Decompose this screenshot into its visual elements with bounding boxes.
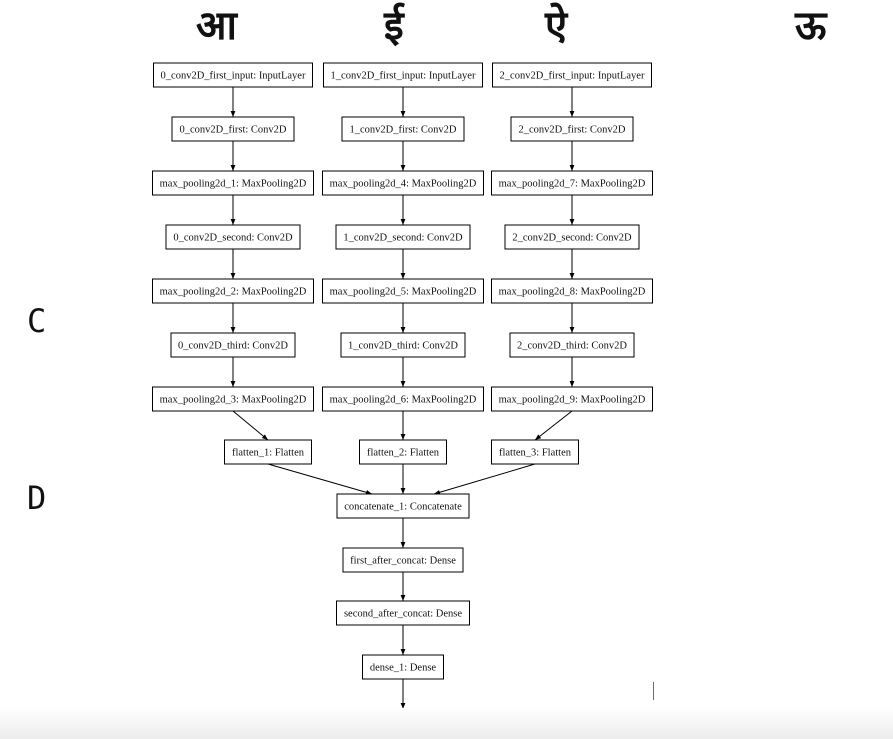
- node-box: [509, 332, 635, 358]
- node-concatenate-1: concatenate_1: Concatenate: [336, 493, 470, 519]
- node-box: [322, 278, 484, 304]
- node-label: dense_1: Dense: [370, 663, 437, 674]
- node-label: max_pooling2d_3: MaxPooling2D: [160, 395, 307, 406]
- node-0-conv2d-second: 0_conv2D_second: Conv2D: [165, 224, 301, 250]
- node-label: max_pooling2d_1: MaxPooling2D: [160, 179, 307, 190]
- node-box: [336, 493, 470, 519]
- side-label-c: C: [27, 302, 47, 340]
- node-box: [491, 170, 653, 196]
- node-label: concatenate_1: Concatenate: [344, 502, 462, 513]
- node-label: max_pooling2d_7: MaxPooling2D: [499, 179, 646, 190]
- node-box: [171, 116, 295, 142]
- node-max-pooling2d-9: max_pooling2d_9: MaxPooling2D: [491, 386, 653, 412]
- node-box: [341, 116, 465, 142]
- node-label: 2_conv2D_second: Conv2D: [512, 233, 632, 244]
- node-box: [170, 332, 296, 358]
- node-1-conv2d-first: 1_conv2D_first: Conv2D: [341, 116, 465, 142]
- node-label: 1_conv2D_first: Conv2D: [349, 125, 456, 136]
- node-label: second_after_concat: Dense: [344, 609, 462, 620]
- side-label-d: D: [27, 479, 47, 517]
- node-label: first_after_concat: Dense: [350, 556, 456, 567]
- heading-glyph-ii: ई: [384, 3, 404, 49]
- node-box: [165, 224, 301, 250]
- node-0-conv2d-first: 0_conv2D_first: Conv2D: [171, 116, 295, 142]
- node-box: [322, 170, 484, 196]
- node-label: 0_conv2D_second: Conv2D: [173, 233, 293, 244]
- node-label: flatten_3: Flatten: [499, 448, 572, 459]
- node-label: max_pooling2d_9: MaxPooling2D: [499, 395, 646, 406]
- edge-arrow: [232, 410, 269, 441]
- node-dense-1: dense_1: Dense: [362, 654, 444, 680]
- node-box: [504, 224, 640, 250]
- node-1-conv2d-second: 1_conv2D_second: Conv2D: [335, 224, 471, 250]
- node-box: [152, 170, 314, 196]
- node-max-pooling2d-1: max_pooling2d_1: MaxPooling2D: [152, 170, 314, 196]
- node-label: flatten_2: Flatten: [367, 448, 440, 459]
- node-label: 1_conv2D_third: Conv2D: [348, 341, 458, 352]
- node-box: [152, 278, 314, 304]
- node-box: [323, 62, 483, 88]
- node-max-pooling2d-7: max_pooling2d_7: MaxPooling2D: [491, 170, 653, 196]
- edge-arrow: [534, 410, 573, 441]
- node-label: max_pooling2d_8: MaxPooling2D: [499, 287, 646, 298]
- node-box: [491, 386, 653, 412]
- node-box: [153, 62, 313, 88]
- node-label: max_pooling2d_5: MaxPooling2D: [330, 287, 477, 298]
- node-flatten-3: flatten_3: Flatten: [491, 439, 579, 465]
- node-box: [335, 224, 471, 250]
- node-box: [342, 547, 464, 573]
- node-2-conv2d-first: 2_conv2D_first: Conv2D: [510, 116, 634, 142]
- node-0-conv2d-third: 0_conv2D_third: Conv2D: [170, 332, 296, 358]
- node-label: max_pooling2d_2: MaxPooling2D: [160, 287, 307, 298]
- node-box: [224, 439, 312, 465]
- heading-glyph-aa: आ: [196, 3, 237, 49]
- node-box: [359, 439, 447, 465]
- node-1-conv2d-third: 1_conv2D_third: Conv2D: [340, 332, 466, 358]
- node-2-conv2d-first-input: 2_conv2D_first_input: InputLayer: [492, 62, 652, 88]
- node-box: [340, 332, 466, 358]
- node-max-pooling2d-4: max_pooling2d_4: MaxPooling2D: [322, 170, 484, 196]
- node-label: 2_conv2D_first: Conv2D: [518, 125, 625, 136]
- node-label: 1_conv2D_second: Conv2D: [343, 233, 463, 244]
- node-label: 1_conv2D_first_input: InputLayer: [331, 71, 476, 82]
- node-box: [152, 386, 314, 412]
- text-cursor-mark: [653, 682, 654, 700]
- node-label: 0_conv2D_first: Conv2D: [179, 125, 286, 136]
- node-flatten-1: flatten_1: Flatten: [224, 439, 312, 465]
- node-label: max_pooling2d_6: MaxPooling2D: [330, 395, 477, 406]
- node-box: [336, 600, 470, 626]
- node-second-after-concat: second_after_concat: Dense: [336, 600, 470, 626]
- node-0-conv2d-first-input: 0_conv2D_first_input: InputLayer: [153, 62, 313, 88]
- node-max-pooling2d-6: max_pooling2d_6: MaxPooling2D: [322, 386, 484, 412]
- node-box: [322, 386, 484, 412]
- node-label: 2_conv2D_third: Conv2D: [517, 341, 627, 352]
- node-label: flatten_1: Flatten: [232, 448, 305, 459]
- node-max-pooling2d-3: max_pooling2d_3: MaxPooling2D: [152, 386, 314, 412]
- node-first-after-concat: first_after_concat: Dense: [342, 547, 464, 573]
- heading-glyph-uu: ऊ: [795, 3, 827, 49]
- node-box: [492, 62, 652, 88]
- bottom-strip: [0, 708, 893, 739]
- node-1-conv2d-first-input: 1_conv2D_first_input: InputLayer: [323, 62, 483, 88]
- node-2-conv2d-second: 2_conv2D_second: Conv2D: [504, 224, 640, 250]
- edge-arrow: [267, 463, 373, 495]
- node-flatten-2: flatten_2: Flatten: [359, 439, 447, 465]
- node-max-pooling2d-8: max_pooling2d_8: MaxPooling2D: [491, 278, 653, 304]
- edge-arrow: [433, 463, 536, 495]
- node-label: 2_conv2D_first_input: InputLayer: [500, 71, 645, 82]
- node-box: [491, 439, 579, 465]
- heading-glyph-ai: ऐ: [545, 3, 568, 49]
- node-box: [491, 278, 653, 304]
- node-max-pooling2d-2: max_pooling2d_2: MaxPooling2D: [152, 278, 314, 304]
- node-2-conv2d-third: 2_conv2D_third: Conv2D: [509, 332, 635, 358]
- node-box: [362, 654, 444, 680]
- node-label: max_pooling2d_4: MaxPooling2D: [330, 179, 477, 190]
- node-label: 0_conv2D_first_input: InputLayer: [161, 71, 306, 82]
- node-label: 0_conv2D_third: Conv2D: [178, 341, 288, 352]
- node-box: [510, 116, 634, 142]
- node-max-pooling2d-5: max_pooling2d_5: MaxPooling2D: [322, 278, 484, 304]
